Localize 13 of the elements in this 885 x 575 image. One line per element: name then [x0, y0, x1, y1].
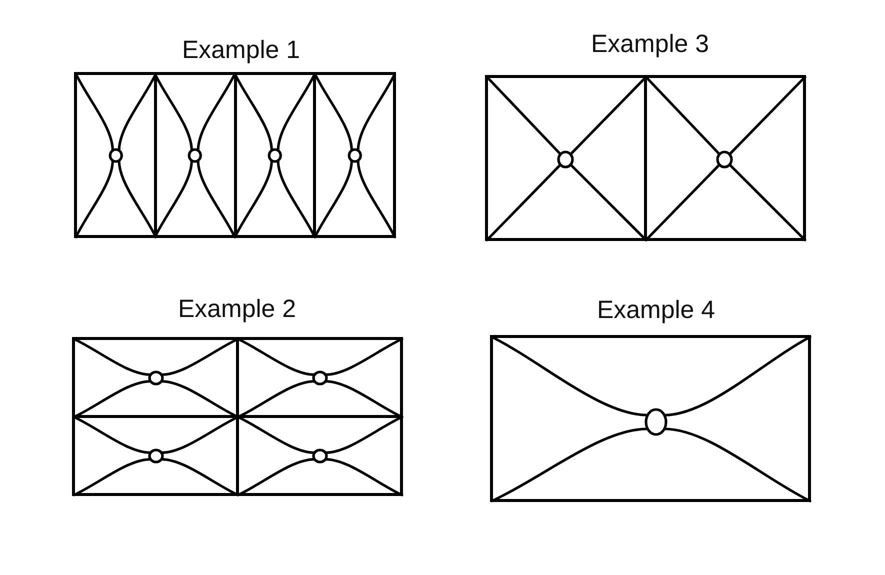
panel-cell	[644, 75, 806, 241]
panel-cell	[154, 72, 236, 238]
panel-cell	[313, 72, 396, 238]
panel-cell	[236, 337, 403, 418]
panel-cell	[485, 75, 647, 241]
panel-cell	[72, 337, 239, 418]
panel-cell	[72, 415, 239, 496]
example-heading: Example 4	[596, 296, 716, 324]
example-heading: Example 2	[178, 295, 296, 323]
panel-cell	[74, 72, 157, 238]
example-heading: Example 3	[590, 30, 710, 58]
example-heading: Example 1	[182, 36, 300, 64]
panel-cell	[236, 415, 403, 496]
